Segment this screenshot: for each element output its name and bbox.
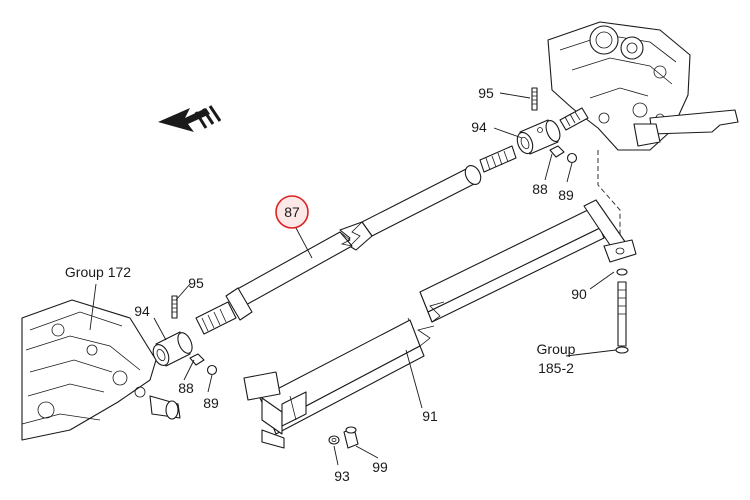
gearbox-assembly [547, 21, 739, 151]
part-labels: 95 94 88 89 Group 172 95 94 88 89 90 Gro… [65, 85, 587, 484]
washer-93 [328, 435, 340, 445]
phantom-line [597, 150, 621, 250]
nut-left [189, 353, 218, 376]
label-group-172[interactable]: Group 172 [65, 264, 131, 280]
drive-shaft [195, 145, 517, 335]
nut-upper [549, 145, 578, 164]
label-95-left[interactable]: 95 [188, 275, 204, 291]
label-87: 87 [284, 204, 300, 220]
label-93[interactable]: 93 [334, 468, 350, 484]
shaft-guard [243, 199, 637, 449]
bolt-99 [343, 426, 359, 449]
label-88-left[interactable]: 88 [178, 380, 194, 396]
label-94-left[interactable]: 94 [134, 303, 150, 319]
label-89-left[interactable]: 89 [203, 395, 219, 411]
label-94-top[interactable]: 94 [471, 119, 487, 135]
callout-87[interactable]: 87 [275, 195, 313, 259]
label-95-top[interactable]: 95 [478, 85, 494, 101]
label-group-185-line2[interactable]: 185-2 [538, 360, 574, 376]
label-group-185-line1[interactable]: Group [537, 341, 576, 357]
label-89-top[interactable]: 89 [558, 187, 574, 203]
label-99[interactable]: 99 [372, 459, 388, 475]
frame-assembly [21, 299, 181, 441]
leader-lines [89, 92, 617, 466]
coupler-upper [516, 119, 561, 155]
front-direction-arrow-icon [158, 105, 222, 132]
label-90[interactable]: 90 [571, 286, 587, 302]
set-screw-left [171, 295, 178, 319]
bolt-90 [615, 268, 629, 354]
label-91[interactable]: 91 [422, 408, 438, 424]
label-88-top[interactable]: 88 [532, 181, 548, 197]
coupler-left [152, 331, 193, 367]
set-screw-upper [531, 87, 538, 111]
